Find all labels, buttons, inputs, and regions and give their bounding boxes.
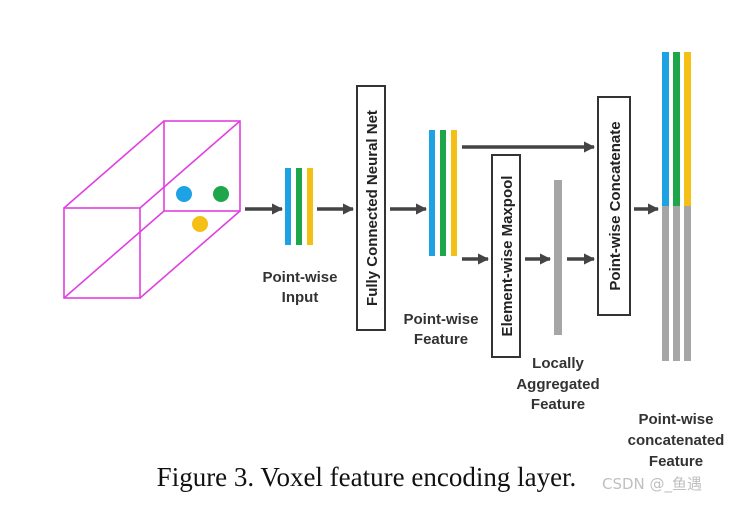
- label-line: concatenated: [628, 432, 725, 449]
- label-line: Input: [282, 289, 319, 306]
- point-yellow: [192, 216, 208, 232]
- voxel-cuboid: [63, 120, 241, 299]
- concatenated-feature-stack: [662, 52, 691, 361]
- pointwise-input-stack: [285, 168, 313, 245]
- point-green: [213, 186, 229, 202]
- label-line: Feature: [649, 453, 703, 470]
- label-line: Point-wise: [262, 269, 337, 286]
- pointwise-feature-stack: [429, 130, 457, 256]
- label-pointwise-concatenated: Point-wise concatenated Feature: [628, 411, 725, 470]
- maxpool-box: Element-wise Maxpool: [491, 154, 521, 358]
- label-line: Feature: [531, 396, 585, 413]
- maxpool-label: Element-wise Maxpool: [499, 176, 516, 337]
- label-line: Aggregated: [516, 376, 599, 393]
- label-pointwise-input: Point-wise Input: [262, 269, 337, 306]
- aggregated-feature-bar: [554, 180, 562, 335]
- concat-box: Point-wise Concatenate: [597, 96, 631, 316]
- fcn-box: Fully Connected Neural Net: [356, 85, 386, 331]
- concat-label: Point-wise Concatenate: [607, 121, 624, 290]
- point-blue: [176, 186, 192, 202]
- label-pointwise-feature: Point-wise Feature: [403, 311, 478, 348]
- label-locally-aggregated: Locally Aggregated Feature: [516, 355, 599, 413]
- watermark: CSDN @_鱼遇: [602, 475, 703, 493]
- label-line: Locally: [532, 355, 584, 372]
- label-line: Feature: [414, 331, 468, 348]
- flow-arrows: [245, 141, 660, 265]
- label-line: Point-wise: [638, 411, 713, 428]
- label-line: Point-wise: [403, 311, 478, 328]
- figure-caption: Figure 3. Voxel feature encoding layer.: [156, 462, 577, 492]
- fcn-label: Fully Connected Neural Net: [364, 110, 381, 306]
